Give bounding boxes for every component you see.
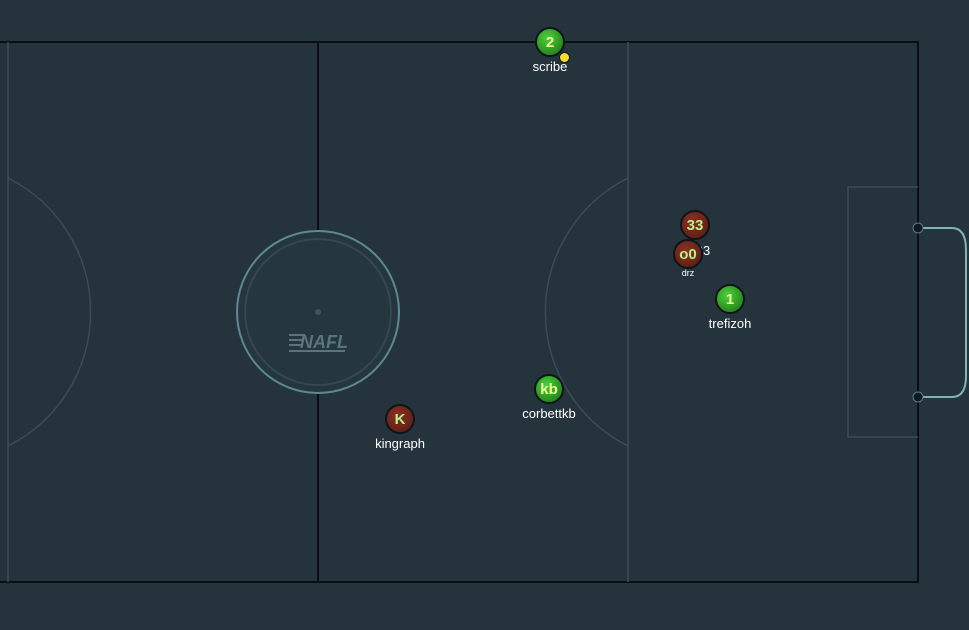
league-logo-text: NAFL — [300, 332, 348, 352]
center-circle-inner — [244, 238, 392, 386]
player-token[interactable]: 33 — [680, 210, 710, 240]
goal-box — [847, 186, 918, 438]
player-name-label: drz — [681, 268, 695, 278]
player-token[interactable]: o0 — [673, 239, 703, 269]
center-spot — [315, 309, 321, 315]
player-name-label: kingraph — [375, 436, 425, 451]
player-token[interactable]: K — [385, 404, 415, 434]
league-logo: NAFL — [289, 332, 348, 352]
right-arc — [544, 177, 629, 447]
player-token[interactable]: 1 — [715, 284, 745, 314]
pitch-boundary — [0, 41, 919, 583]
ball-icon — [559, 52, 570, 63]
left-arc — [7, 177, 92, 447]
player-token[interactable]: kb — [534, 374, 564, 404]
player-name-label: scribe — [532, 59, 568, 74]
player-token[interactable]: 2 — [535, 27, 565, 57]
player-name-label: corbettkb — [522, 406, 576, 421]
goal-post-bottom — [912, 391, 924, 403]
goal-post-top — [912, 222, 924, 234]
player-name-label: trefizoh — [708, 316, 752, 331]
goal-net — [918, 227, 967, 398]
